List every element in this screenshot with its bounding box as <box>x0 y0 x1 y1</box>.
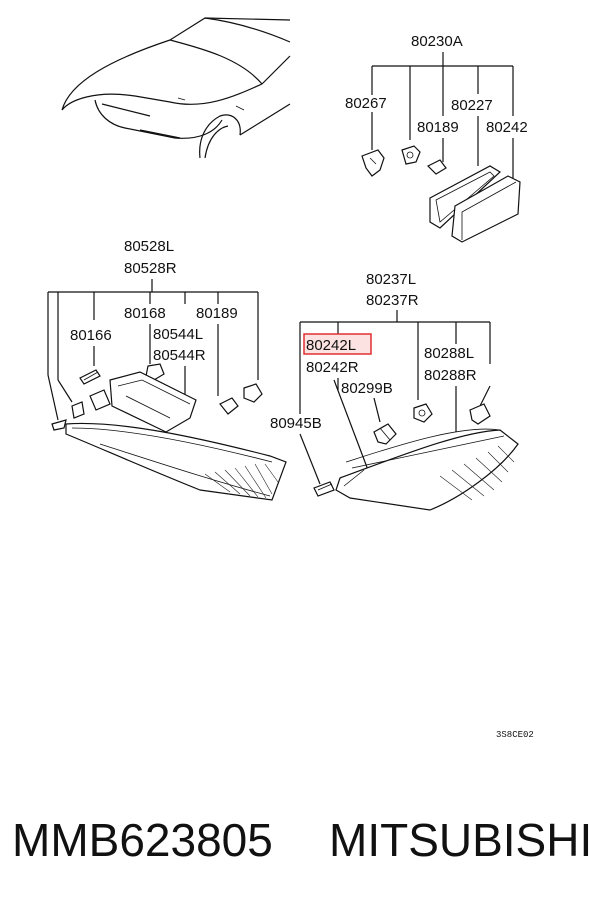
lamp-80237 <box>335 429 519 511</box>
part-label-80242R: 80242R <box>306 359 359 376</box>
socket-80189 <box>401 145 421 165</box>
lens-80242 <box>451 175 521 243</box>
part-label-80189-top: 80189 <box>417 119 459 136</box>
left-assembly: 80528L 80528R 80168 80189 80166 80544L 8… <box>47 238 287 501</box>
part-label-80237L: 80237L <box>366 271 416 288</box>
part-label-80544R: 80544R <box>153 347 206 364</box>
part-label-80267: 80267 <box>345 95 387 112</box>
part-label-80544L: 80544L <box>153 326 203 343</box>
highlight-box-80242L[interactable] <box>303 333 372 355</box>
bulb-icon <box>426 159 447 175</box>
footer-brand: MITSUBISHI <box>329 814 592 866</box>
part-label-80945B: 80945B <box>270 415 322 432</box>
part-label-80288R: 80288R <box>424 367 477 384</box>
car-illustration <box>61 17 291 159</box>
screw-small-left <box>51 419 67 431</box>
part-label-80242L[interactable]: 80242L <box>306 337 356 354</box>
part-label-80230A: 80230A <box>411 33 463 50</box>
part-label-80299B: 80299B <box>341 380 393 397</box>
clip-80288 <box>469 403 491 425</box>
lamp-housing-80528 <box>65 422 287 501</box>
right-lamp-lens-hatching <box>439 445 515 501</box>
clip-left <box>71 401 85 419</box>
part-label-80166: 80166 <box>70 327 112 344</box>
socket-right <box>413 403 433 423</box>
part-label-80168: 80168 <box>124 305 166 322</box>
side-marker-assembly: 80230A 80267 80227 80189 80242 <box>345 33 528 243</box>
clip-80267 <box>361 149 385 177</box>
part-label-80528R: 80528R <box>124 260 177 277</box>
lamp-lens-hatching <box>204 463 279 499</box>
socket-80189-left <box>243 383 263 403</box>
nut-80168 <box>145 363 165 381</box>
bracket-80544 <box>109 371 197 433</box>
diagram-code: 3S8CE02 <box>496 730 534 740</box>
part-label-80237R: 80237R <box>366 292 419 309</box>
clip-left-2 <box>89 389 111 411</box>
right-assembly: 80237L 80237R 80242L 80242R 80288L 80288… <box>270 271 519 511</box>
bulb-left-icon <box>219 397 239 415</box>
part-label-80288L: 80288L <box>424 345 474 362</box>
part-label-80227: 80227 <box>451 97 493 114</box>
part-label-80528L: 80528L <box>124 238 174 255</box>
part-label-80242-top: 80242 <box>486 119 528 136</box>
part-label-80189-left: 80189 <box>196 305 238 322</box>
footer-part-number: MMB623805 <box>12 814 273 866</box>
